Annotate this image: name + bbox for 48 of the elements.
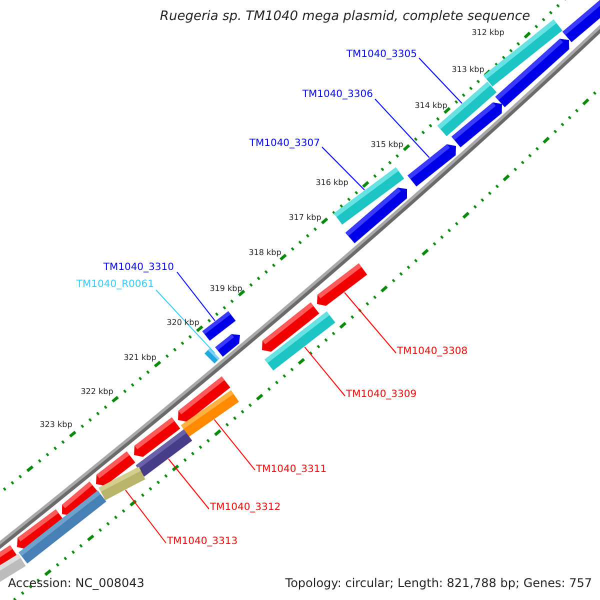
gene-label: TM1040_3309 bbox=[346, 389, 417, 400]
map-title: Ruegeria sp. TM1040 mega plasmid, complete sequence bbox=[158, 9, 532, 24]
gene-block bbox=[181, 390, 239, 437]
gene-block bbox=[495, 38, 570, 108]
gene-block bbox=[18, 490, 106, 564]
leader-line bbox=[214, 419, 256, 470]
gene-block bbox=[345, 188, 407, 244]
kbp-tick-label: 317 kbp bbox=[288, 213, 322, 222]
leader-line bbox=[176, 272, 216, 322]
leader-line bbox=[344, 292, 396, 354]
gene-block bbox=[452, 102, 502, 148]
gene-block bbox=[215, 334, 240, 357]
leader-line bbox=[304, 346, 346, 396]
leader-line bbox=[374, 98, 430, 158]
gene-block bbox=[562, 0, 600, 42]
kbp-tick-label: 313 kbp bbox=[452, 65, 484, 74]
gene-label: TM1040_3305 bbox=[346, 49, 417, 60]
kbp-tick-label: 321 kbp bbox=[124, 353, 156, 362]
sequence-info-text: Topology: circular; Length: 821,788 bp; Genes: 757 bbox=[285, 576, 592, 590]
gene-label: TM1040_3312 bbox=[210, 502, 281, 513]
leader-line bbox=[322, 146, 365, 190]
kbp-tick-label: 318 kbp bbox=[248, 248, 282, 257]
kbp-tick-label: 314 kbp bbox=[414, 101, 448, 110]
gene-label: TM1040_3310 bbox=[103, 262, 174, 273]
leader-line bbox=[168, 458, 210, 510]
gene-block bbox=[408, 144, 456, 186]
kbp-tick-label: 315 kbp bbox=[370, 140, 404, 149]
gene-label: TM1040_R0061 bbox=[76, 279, 154, 290]
gene-block bbox=[204, 348, 220, 364]
gene-label: TM1040_3311 bbox=[256, 464, 327, 475]
accession-text: Accession: NC_008043 bbox=[8, 576, 144, 590]
kbp-tick-label: 320 kbp bbox=[166, 318, 200, 327]
kbp-tick-label: 322 kbp bbox=[80, 387, 114, 396]
leader-line bbox=[418, 58, 462, 104]
gene-block bbox=[98, 466, 146, 500]
kbp-tick-label: 312 kbp bbox=[472, 28, 504, 37]
kbp-tick-label: 323 kbp bbox=[40, 420, 72, 429]
gene-label: TM1040_3306 bbox=[302, 89, 373, 100]
kbp-tick-label: 316 kbp bbox=[316, 178, 348, 187]
gene-label: TM1040_3308 bbox=[397, 346, 468, 357]
kbp-tick-label: 319 kbp bbox=[210, 284, 242, 293]
gene-block bbox=[264, 312, 336, 370]
leader-line bbox=[156, 290, 216, 354]
gene-label: TM1040_3307 bbox=[249, 138, 320, 149]
gene-label: TM1040_3313 bbox=[167, 536, 238, 547]
gene-block bbox=[136, 429, 192, 477]
leader-line bbox=[125, 490, 166, 544]
gene-block bbox=[317, 263, 368, 306]
